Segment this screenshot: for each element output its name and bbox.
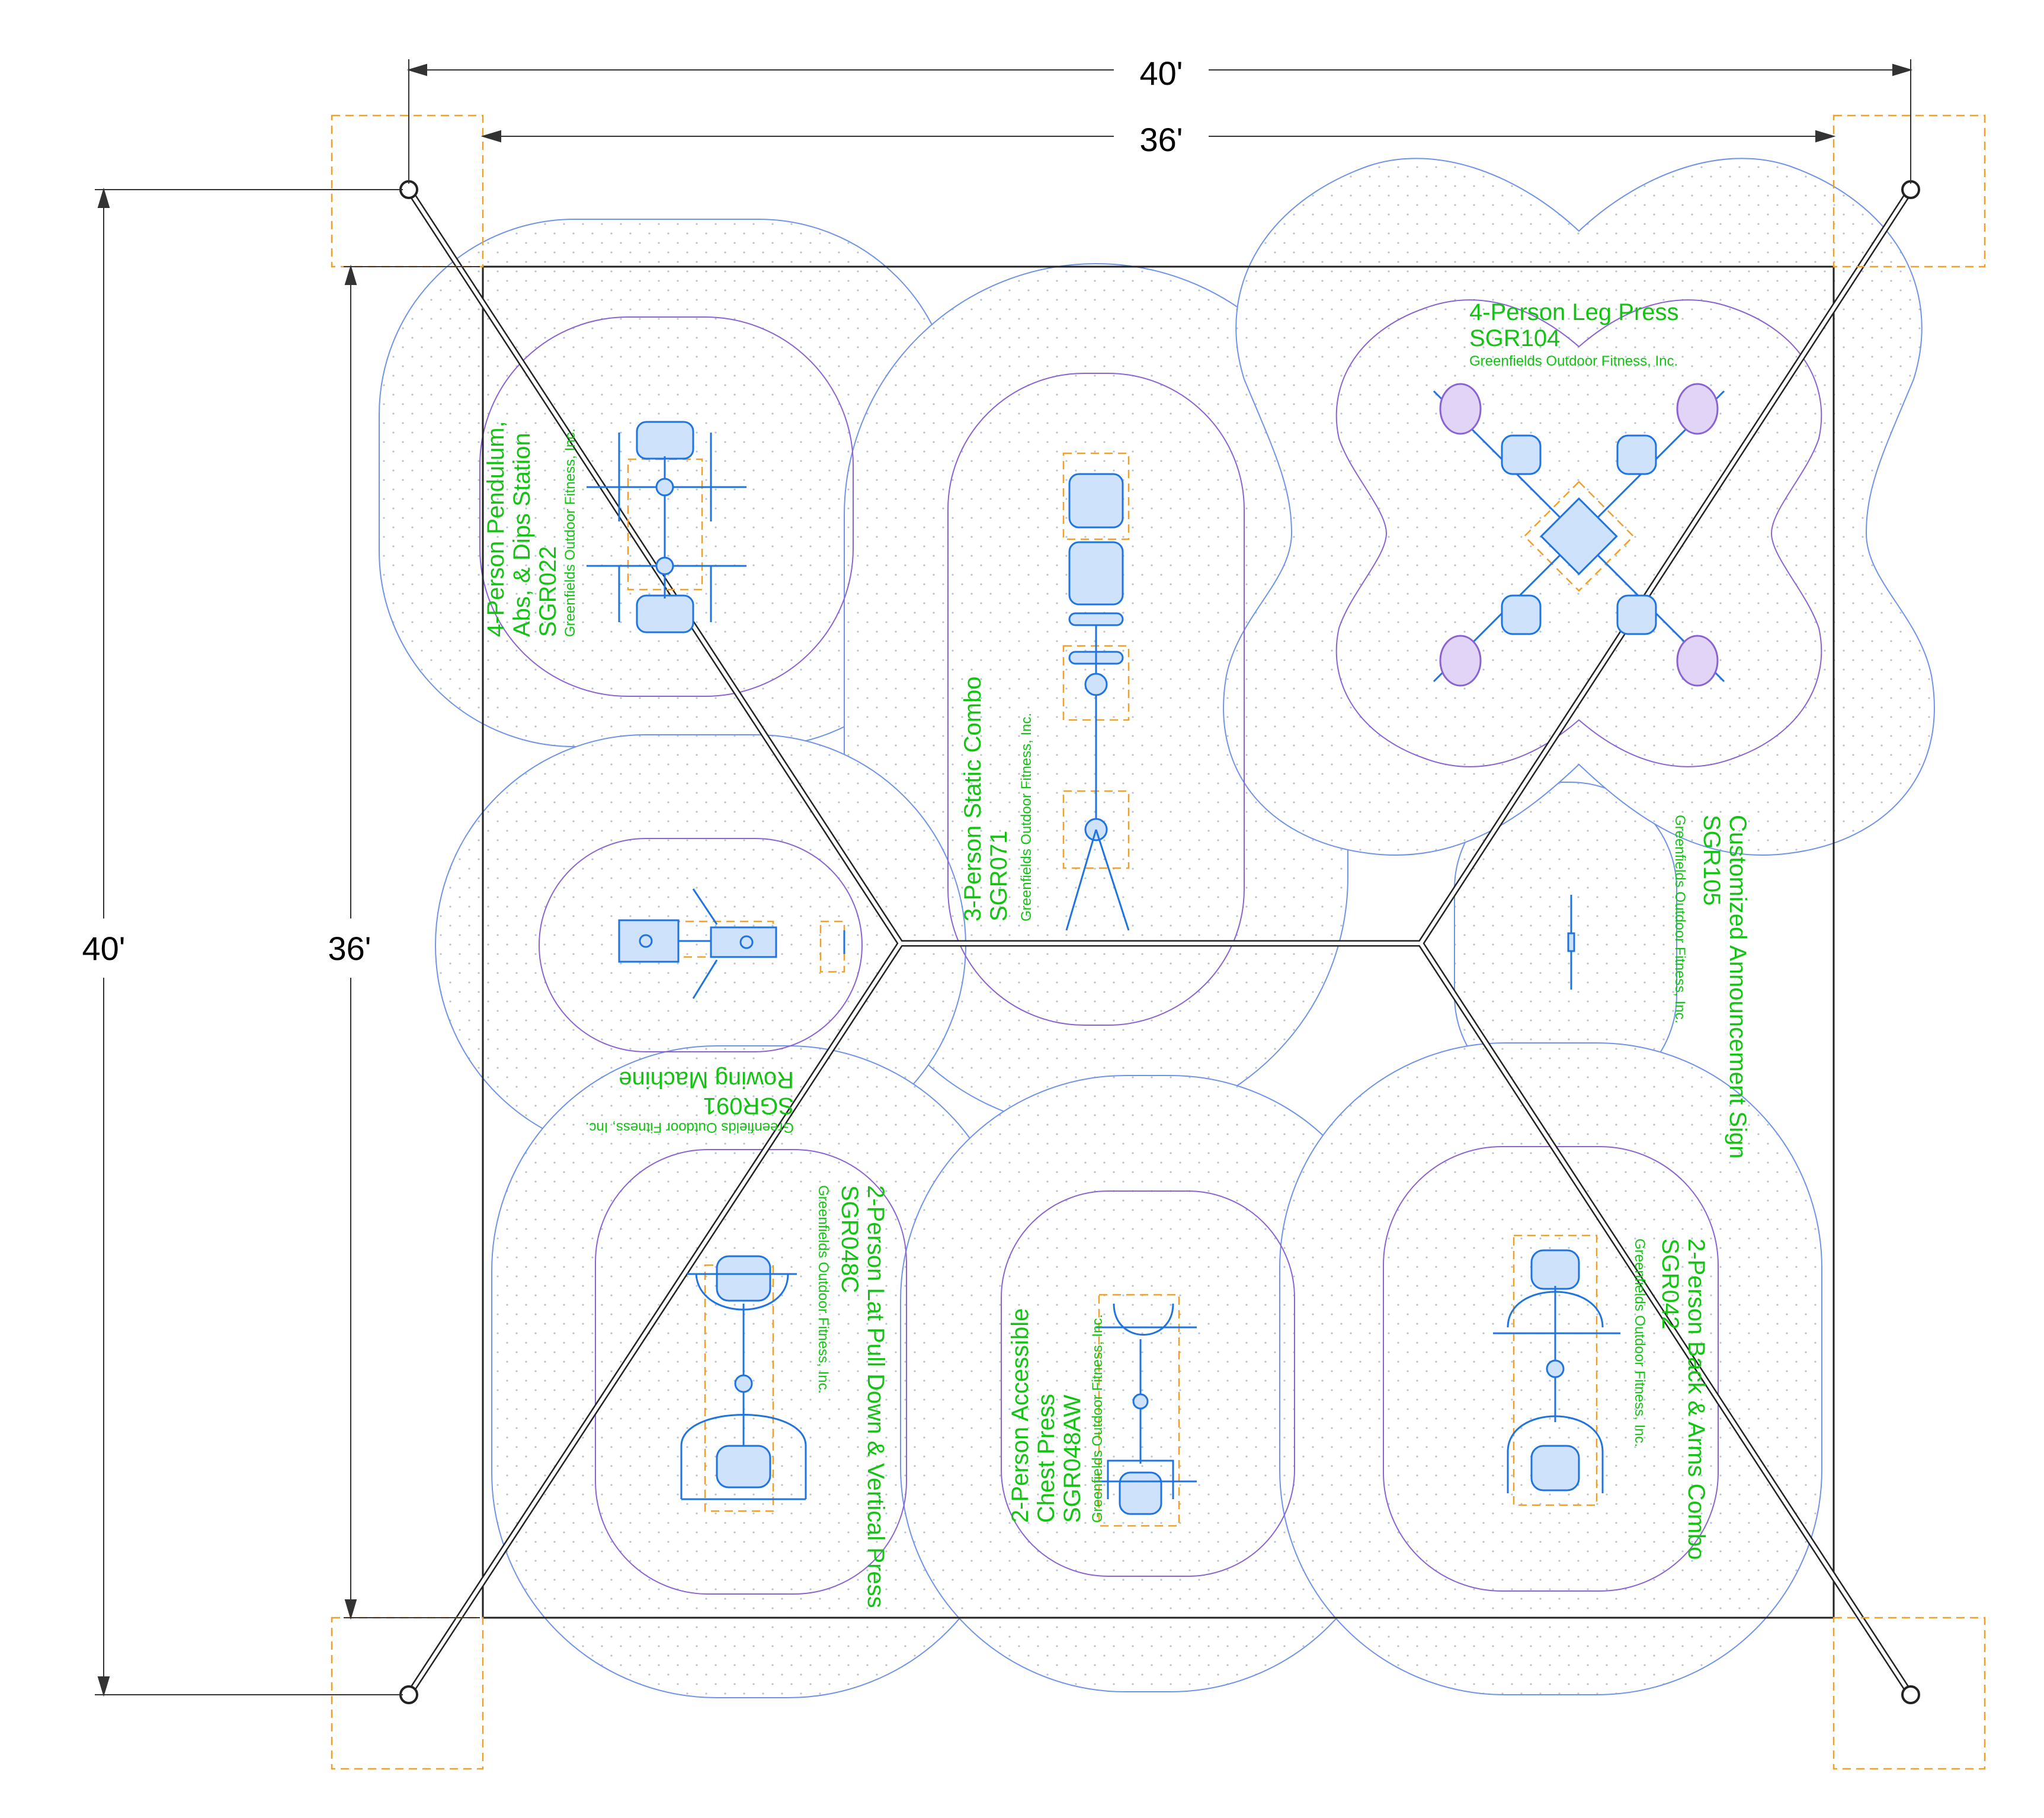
rowing-code: SGR091 (703, 1093, 794, 1119)
backarms-name: 2-Person Back & Arms Combo (1683, 1238, 1709, 1560)
sign-equipment (1567, 895, 1575, 990)
sign-code: SGR105 (1699, 815, 1725, 905)
pendulum-code: SGR022 (535, 546, 561, 637)
static-code: SGR071 (986, 831, 1012, 921)
pendulum-equipment (587, 421, 747, 633)
post-tr (1901, 180, 1920, 199)
post-br (1901, 1685, 1920, 1704)
chest-manufacturer: Greenfields Outdoor Fitness, Inc. (1090, 1314, 1106, 1523)
chest-zone-inner (1001, 1190, 1295, 1577)
backarms-code: SGR042 (1657, 1238, 1683, 1329)
pendulum-zone-inner (479, 316, 854, 697)
dim-outer-height: 40' (82, 930, 126, 967)
surface-boundary (482, 265, 1835, 1619)
post-bl (399, 1685, 418, 1704)
chest-code: SGR048AW (1059, 1394, 1085, 1523)
latpull-code: SGR048C (837, 1185, 863, 1293)
rowing-zone-inner (539, 838, 863, 1052)
lat-pull-equipment (680, 1255, 807, 1512)
latpull-zone-inner (595, 1149, 907, 1595)
legpress-zone-inner (1335, 299, 1822, 767)
dim-outer-width: 40' (1140, 55, 1183, 92)
backarms-manufacturer: Greenfields Outdoor Fitness, Inc. (1632, 1238, 1648, 1447)
svg-text:3-Person Static Combo SGR0: 3-Person Static Combo SGR071 (960, 670, 1012, 921)
footing-br (1832, 1617, 1986, 1770)
legpress-manufacturer: Greenfields Outdoor Fitness, Inc. (1469, 353, 1678, 369)
sign-name: Customized Announcement Sign (1725, 815, 1751, 1158)
svg-text:Customized Announcement Sign: Customized Announcement Sign SGR105 (1699, 815, 1751, 1165)
svg-text:2-Person Back & Arms Combo: 2-Person Back & Arms Combo SGR042 (1657, 1238, 1709, 1567)
latpull-name: 2-Person Lat Pull Down & Vertical Press (863, 1185, 889, 1608)
sign-manufacturer: Greenfields Outdoor Fitness, Inc. (1672, 815, 1688, 1023)
svg-text:SGR091 Rowing Machine: SGR091 Rowing Machine (619, 1067, 794, 1119)
dim-inner-width: 36' (1140, 121, 1183, 158)
pendulum-manufacturer: Greenfields Outdoor Fitness, Inc. (562, 428, 578, 637)
chest-press-equipment (1096, 1294, 1197, 1527)
static-zone-inner (947, 373, 1245, 1026)
rowing-name: Rowing Machine (619, 1067, 794, 1093)
dim-inner-height: 36' (328, 930, 371, 967)
chest-name-line1: 2-Person Accessible (1007, 1308, 1033, 1523)
post-tl (399, 180, 418, 199)
static-combo-equipment (1062, 452, 1130, 931)
rowing-manufacturer: Greenfields Outdoor Fitness, Inc. (585, 1119, 794, 1135)
svg-text:2-Person Lat Pull Down & Verti: 2-Person Lat Pull Down & Vertical Press … (837, 1185, 889, 1615)
shade-structure (399, 180, 1920, 1704)
latpull-manufacturer: Greenfields Outdoor Fitness, Inc. (815, 1185, 831, 1394)
legpress-name: 4-Person Leg Press (1469, 299, 1679, 325)
footing-tl (331, 114, 484, 268)
svg-text:2-Person Accessible Chest: 2-Person Accessible Chest Press SGR048AW (1007, 1301, 1085, 1523)
svg-text:4-Person Pendulum, Abs, &: 4-Person Pendulum, Abs, & Dips Station S… (483, 414, 561, 637)
rowing-equipment (618, 888, 845, 999)
back-arms-equipment (1493, 1234, 1620, 1506)
chest-name-line2: Chest Press (1033, 1394, 1059, 1523)
legpress-code: SGR104 (1469, 325, 1560, 351)
static-name: 3-Person Static Combo (960, 676, 986, 921)
footing-tr (1832, 114, 1986, 268)
pendulum-name-line1: 4-Person Pendulum, (483, 421, 509, 637)
pendulum-name-line2: Abs, & Dips Station (509, 433, 535, 637)
leg-press-equipment (1433, 383, 1725, 687)
svg-text:4-Person Leg Press SGR104: 4-Person Leg Press SGR104 (1469, 299, 1686, 351)
use-zones-inner (479, 299, 1822, 1595)
static-manufacturer: Greenfields Outdoor Fitness, Inc. (1018, 713, 1034, 921)
